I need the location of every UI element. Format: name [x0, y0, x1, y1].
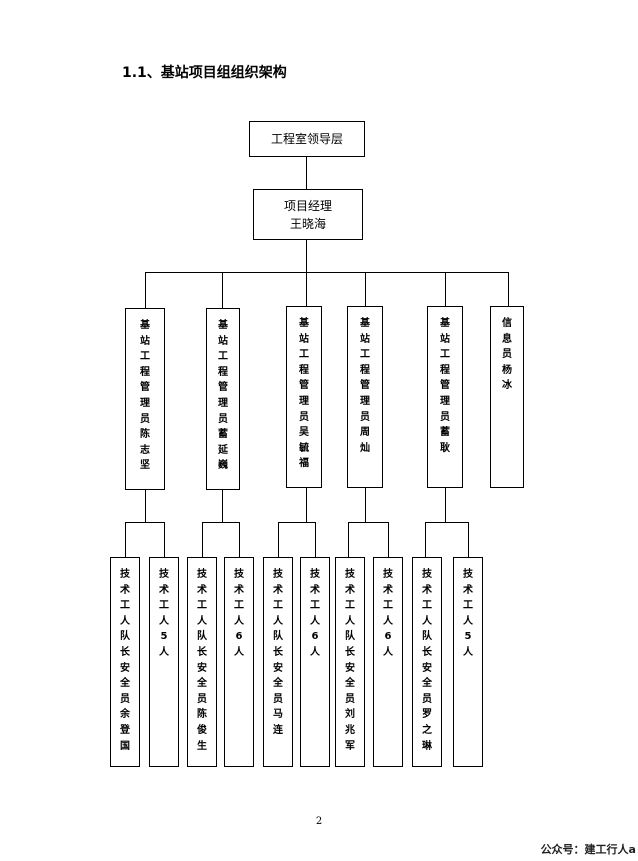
worker-box-9: 技术工人队长安全员罗之琳 — [412, 557, 442, 767]
worker-label: 技术工人队长安全员刘兆军 — [345, 569, 355, 752]
connector-group5-down — [445, 488, 447, 522]
staff-box-6: 信息员杨冰 — [490, 306, 524, 488]
staff-label: 信息员杨冰 — [502, 318, 512, 392]
worker-box-10: 技术工人5人 — [453, 557, 483, 767]
connector-group2-right — [239, 522, 241, 557]
worker-box-6: 技术工人6人 — [300, 557, 330, 767]
section-heading: 1.1、基站项目组组织架构 — [122, 65, 287, 81]
connector-staff-6 — [508, 272, 510, 306]
staff-box-2: 基站工程管理员蓄延巍 — [206, 308, 240, 490]
connector-staff-2 — [222, 272, 224, 308]
connector-group2-down — [222, 490, 224, 522]
worker-label: 技术工人6人 — [310, 569, 320, 658]
connector-staff-5 — [445, 272, 447, 306]
project-manager-box: 项目经理 王晓海 — [253, 189, 363, 240]
connector-group5-right — [468, 522, 470, 557]
connector-manager-bus — [306, 240, 308, 272]
staff-label: 基站工程管理员陈志坚 — [140, 320, 150, 472]
worker-box-2: 技术工人5人 — [149, 557, 179, 767]
connector-staff-3 — [306, 272, 308, 306]
worker-label: 技术工人队长安全员陈俊生 — [197, 569, 207, 752]
worker-label: 技术工人6人 — [234, 569, 244, 658]
connector-group4-left — [348, 522, 350, 557]
connector-staff-4 — [365, 272, 367, 306]
connector-staff-1 — [145, 272, 147, 308]
leadership-box: 工程室领导层 — [249, 121, 365, 157]
staff-box-4: 基站工程管理员周灿 — [347, 306, 383, 488]
connector-group3-left — [278, 522, 280, 557]
connector-leader-manager — [306, 157, 308, 189]
worker-label: 技术工人5人 — [159, 569, 169, 658]
connector-group4-right — [388, 522, 390, 557]
page-number: 2 — [315, 816, 323, 827]
connector-group2-left — [202, 522, 204, 557]
staff-label: 基站工程管理员蓄延巍 — [218, 320, 228, 472]
staff-label: 基站工程管理员蓄耿 — [440, 318, 450, 454]
staff-label: 基站工程管理员吴毓福 — [299, 318, 309, 470]
connector-group3-right — [315, 522, 317, 557]
worker-box-3: 技术工人队长安全员陈俊生 — [187, 557, 217, 767]
connector-group4-bus — [348, 522, 389, 524]
staff-box-3: 基站工程管理员吴毓福 — [286, 306, 322, 488]
worker-label: 技术工人队长安全员马连 — [273, 569, 283, 736]
connector-group3-down — [306, 488, 308, 522]
connector-group1-left — [125, 522, 127, 557]
connector-group5-bus — [425, 522, 469, 524]
project-manager-name: 王晓海 — [289, 216, 326, 231]
watermark-text: 公众号：建工行人a — [540, 843, 636, 856]
worker-label: 技术工人6人 — [383, 569, 393, 658]
worker-box-8: 技术工人6人 — [373, 557, 403, 767]
staff-box-5: 基站工程管理员蓄耿 — [427, 306, 463, 488]
worker-box-7: 技术工人队长安全员刘兆军 — [335, 557, 365, 767]
worker-label: 技术工人队长安全员罗之琳 — [422, 569, 432, 752]
worker-label: 技术工人5人 — [463, 569, 473, 658]
leadership-label: 工程室领导层 — [270, 132, 343, 146]
connector-staff-bus — [145, 272, 509, 274]
project-manager-title: 项目经理 — [283, 198, 332, 213]
worker-box-1: 技术工人队长安全员余登国 — [110, 557, 140, 767]
connector-group1-bus — [125, 522, 165, 524]
staff-label: 基站工程管理员周灿 — [360, 318, 370, 454]
connector-group1-right — [164, 522, 166, 557]
worker-box-5: 技术工人队长安全员马连 — [263, 557, 293, 767]
connector-group3-bus — [278, 522, 316, 524]
connector-group4-down — [365, 488, 367, 522]
connector-group5-left — [425, 522, 427, 557]
connector-group1-down — [145, 490, 147, 522]
connector-group2-bus — [202, 522, 240, 524]
worker-box-4: 技术工人6人 — [224, 557, 254, 767]
worker-label: 技术工人队长安全员余登国 — [120, 569, 130, 752]
staff-box-1: 基站工程管理员陈志坚 — [125, 308, 165, 490]
